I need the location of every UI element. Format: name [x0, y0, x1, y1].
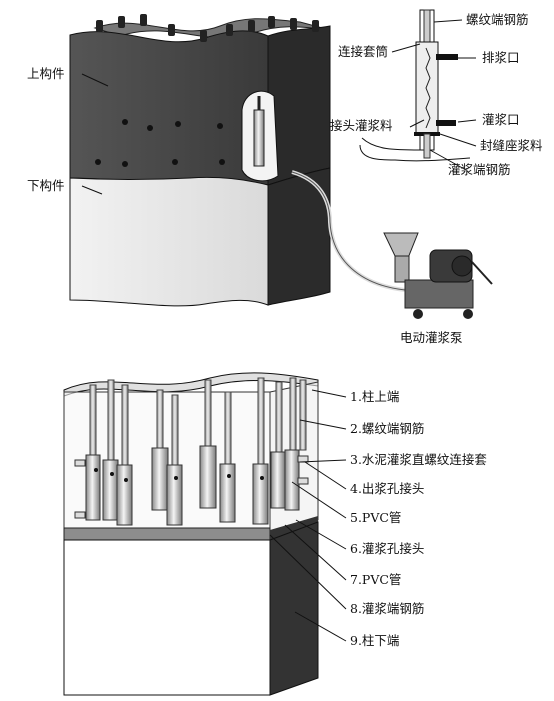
label-pump: 电动灌浆泵 [400, 330, 463, 345]
rebar-group [74, 377, 309, 526]
detail-inset [359, 9, 471, 162]
callout-9: 9.柱下端 [350, 633, 399, 648]
bottom-figure: 1.柱上端 2.螺纹端钢筋 3.水泥灌浆直螺纹连接套 4.出浆孔接头 5.PVC… [63, 372, 487, 696]
callout-7: 7.PVC管 [350, 572, 401, 587]
callout-4: 4.出浆孔接头 [350, 481, 424, 496]
callout-list: 1.柱上端 2.螺纹端钢筋 3.水泥灌浆直螺纹连接套 4.出浆孔接头 5.PVC… [350, 389, 487, 648]
label-inlet: 灌浆口 [482, 112, 520, 127]
grout-pump [383, 232, 493, 319]
front-bolts [95, 119, 225, 167]
label-upper-member: 上构件 [27, 66, 65, 81]
callout-1: 1.柱上端 [350, 389, 399, 404]
column-lower-side [269, 521, 319, 696]
callout-2: 2.螺纹端钢筋 [350, 421, 424, 436]
callout-3: 3.水泥灌浆直螺纹连接套 [350, 452, 487, 467]
top-studs [96, 14, 319, 42]
callout-6: 6.灌浆孔接头 [350, 541, 424, 556]
bottom-leaders [269, 389, 347, 642]
label-threaded-rebar: 螺纹端钢筋 [466, 12, 529, 27]
callout-8: 8.灌浆端钢筋 [350, 601, 424, 616]
label-seam-grout: 封缝座浆料 [480, 138, 543, 153]
label-grouted-rebar: 灌浆端钢筋 [448, 162, 511, 177]
label-connecting-sleeve: 连接套筒 [338, 44, 388, 59]
column-lower [63, 539, 271, 696]
top-leaders [81, 19, 477, 195]
label-joint-grout: 接头灌浆料 [330, 118, 393, 133]
label-outlet: 排浆口 [482, 50, 520, 65]
top-figure: 上构件 下构件 螺纹端钢筋 连接套筒 排浆口 接头灌浆料 灌浆口 封缝座浆料 灌… [27, 9, 543, 345]
callout-5: 5.PVC管 [350, 510, 401, 525]
lower-member [69, 177, 269, 307]
label-lower-member: 下构件 [27, 178, 65, 193]
